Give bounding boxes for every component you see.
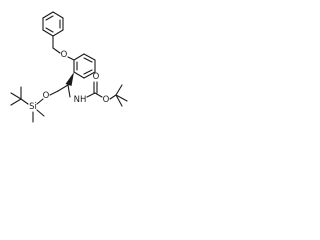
molecule-canvas: O O Si <box>0 0 152 152</box>
carbonyl-oxygen-label: O <box>93 72 100 82</box>
benzyl-ch2-bonds <box>52 35 61 54</box>
o-aryl-bond <box>67 56 75 61</box>
benzyl-oxygen-label: O <box>61 50 68 60</box>
carbonyl-o-bond <box>94 92 103 98</box>
benzyl-phenyl-ring <box>42 11 64 37</box>
aryl-ring <box>73 53 96 79</box>
silyl-ether-oxygen-label: O <box>43 91 50 101</box>
carbamate-carbonyl <box>93 81 98 94</box>
n-carbonyl-bond <box>86 92 96 98</box>
stereo-wedge-bond <box>65 72 74 86</box>
silyl-tert-butyl <box>10 86 29 106</box>
o-si-bond <box>36 98 44 105</box>
molecule-structure: O O Si <box>10 11 128 123</box>
boc-tert-butyl <box>109 84 128 107</box>
carbamate-ester-oxygen-label: O <box>103 95 110 105</box>
amine-label: NH <box>74 95 87 105</box>
ch-ch2-bond <box>57 84 69 92</box>
si-methyl-2 <box>36 109 45 117</box>
ch-n-bond <box>67 84 71 98</box>
ch2-o-bond <box>49 90 59 96</box>
silicon-label: Si <box>29 102 37 112</box>
